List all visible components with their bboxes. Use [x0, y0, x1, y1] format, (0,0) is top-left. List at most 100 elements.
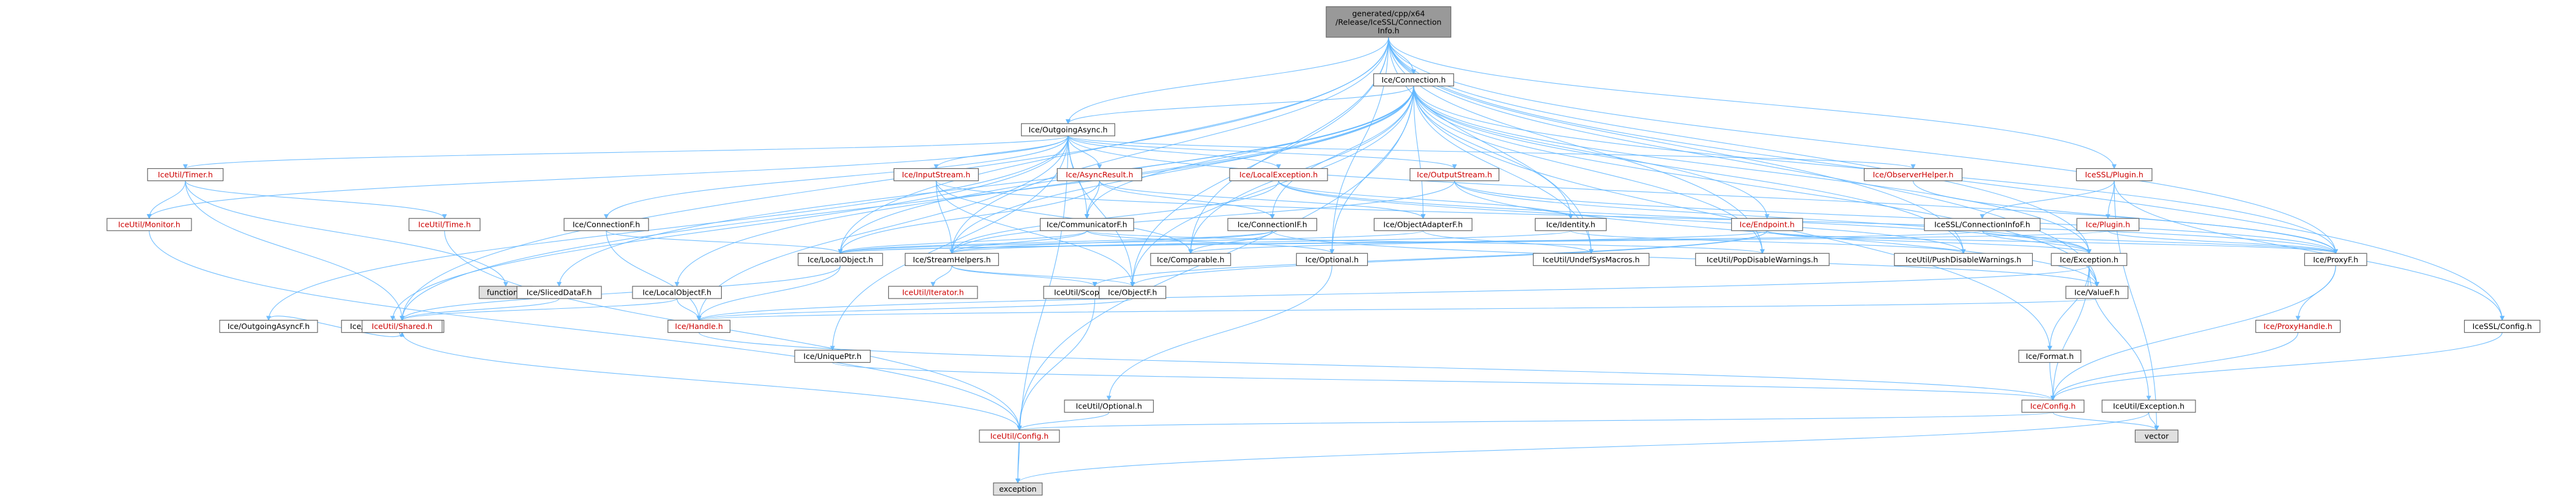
node-iceutiliterator[interactable]: IceUtil/Iterator.h: [888, 286, 978, 299]
edge-iceutiltimer-to-iceutilmonitor: [146, 180, 186, 220]
node-vector[interactable]: vector: [2134, 429, 2179, 443]
node-iceutilmonitor[interactable]: IceUtil/Monitor.h: [106, 218, 192, 231]
node-iceutilexception-box: [2101, 399, 2196, 413]
node-exception-label: Ice/Exception.h: [2060, 255, 2118, 264]
edge-connectionif-to-valuef: [1272, 230, 2099, 287]
node-outgoingasync[interactable]: Ice/OutgoingAsync.h: [1021, 123, 1115, 136]
node-iceutiltime[interactable]: IceUtil/Time.h: [408, 218, 481, 231]
node-inputstream-label: Ice/InputStream.h: [902, 170, 970, 179]
edge-localexception-to-identity: [1278, 180, 1573, 220]
dependency-nodes: generated/cpp/x64/Release/IceSSL/Connect…: [106, 6, 2541, 496]
node-valuef[interactable]: Ice/ValueF.h: [2065, 286, 2129, 299]
node-handle[interactable]: Ice/Handle.h: [667, 320, 731, 333]
node-iceplugin-box: [2076, 218, 2140, 231]
edge-outgoingasync-to-iceutiltimer: [183, 135, 1069, 169]
node-observerhelper[interactable]: Ice/ObserverHelper.h: [1863, 168, 1963, 182]
edge-root-to-proxyf: [1388, 37, 2339, 254]
node-iceutilconfig[interactable]: IceUtil/Config.h: [979, 429, 1060, 443]
node-proxyhandle-label: Ice/ProxyHandle.h: [2263, 322, 2333, 331]
edge-uniqueptr-to-config: [832, 362, 2055, 401]
edge-outgoingasync-to-connectionff: [604, 136, 1069, 220]
node-inputstream[interactable]: Ice/InputStream.h: [893, 168, 979, 182]
edge-exception-to-config: [2050, 265, 2090, 401]
edge-proxyf-to-config: [2050, 265, 2336, 401]
edge-connection-to-connectionif: [1269, 86, 1414, 220]
edge-asyncresult-to-communicatorf: [1084, 180, 1100, 220]
node-connectionif-box: [1227, 218, 1318, 231]
node-localobject-box: [798, 253, 883, 266]
node-localobjectf-box: [632, 286, 722, 299]
node-connectionif[interactable]: Ice/ConnectionIF.h: [1227, 218, 1318, 231]
edge-connection-to-streamhelpers: [949, 86, 1414, 254]
node-iceutilshared-label: IceUtil/Shared.h: [372, 322, 432, 331]
edge-connection-to-exception: [1413, 86, 2092, 254]
node-functional-label: functional: [487, 288, 525, 297]
edge-outgoingasync-to-uniqueptr: [830, 136, 1069, 351]
node-uniqueptr-label: Ice/UniquePtr.h: [803, 352, 861, 361]
node-iceplugin[interactable]: Ice/Plugin.h: [2076, 218, 2140, 231]
node-sslconfig[interactable]: IceSSL/Config.h: [2463, 320, 2541, 333]
node-identity[interactable]: Ice/Identity.h: [1534, 218, 1607, 231]
node-objectf[interactable]: Ice/ObjectF.h: [1099, 286, 1167, 299]
edge-outgoingasync-to-asyncresult: [1067, 136, 1102, 169]
node-config[interactable]: Ice/Config.h: [2021, 399, 2085, 413]
node-proxyhandle[interactable]: Ice/ProxyHandle.h: [2255, 320, 2341, 333]
edge-endpoint-to-proxyf: [1767, 230, 2338, 254]
node-outgoingasync-label: Ice/OutgoingAsync.h: [1028, 125, 1107, 135]
node-sslconninfof[interactable]: IceSSL/ConnectionInfoF.h: [1924, 218, 2041, 231]
edge-localobject-to-iceutilshared: [399, 265, 841, 321]
node-inputstream-box: [893, 168, 979, 182]
node-iceutilmonitor-label: IceUtil/Monitor.h: [118, 220, 180, 229]
node-iceutilshared-box: [362, 320, 443, 333]
node-sslplugin[interactable]: IceSSL/Plugin.h: [2076, 168, 2153, 182]
node-proxyhandle-box: [2255, 320, 2341, 333]
node-comparable[interactable]: Ice/Comparable.h: [1150, 253, 1231, 266]
node-asyncresult-box: [1056, 168, 1143, 182]
edge-connection-to-sliceddataf: [557, 86, 1414, 287]
edge-asyncresult-to-localobject: [837, 180, 1100, 254]
node-iceutiloptional[interactable]: IceUtil/Optional.h: [1064, 399, 1154, 413]
node-localobjectf[interactable]: Ice/LocalObjectF.h: [632, 286, 722, 299]
node-identity-label: Ice/Identity.h: [1546, 220, 1595, 229]
node-outputstream[interactable]: Ice/OutputStream.h: [1409, 168, 1499, 182]
node-optional[interactable]: Ice/Optional.h: [1296, 253, 1368, 266]
node-objectadapterf[interactable]: Ice/ObjectAdapterF.h: [1373, 218, 1472, 231]
edge-iceutilmonitor-to-iceutilconfig: [149, 231, 1022, 431]
node-localobject[interactable]: Ice/LocalObject.h: [798, 253, 883, 266]
node-connectionff[interactable]: Ice/ConnectionF.h: [563, 218, 649, 231]
edge-handle-to-config: [699, 332, 2055, 401]
node-handle-box: [667, 320, 731, 333]
node-root[interactable]: generated/cpp/x64/Release/IceSSL/Connect…: [1326, 6, 1452, 38]
node-iceutilshared[interactable]: IceUtil/Shared.h: [362, 320, 443, 333]
node-format-box: [2018, 350, 2082, 363]
node-iceutiltimer[interactable]: IceUtil/Timer.h: [147, 168, 224, 182]
edge-outgoingasync-to-outgoingasyncf: [266, 136, 1069, 321]
node-endpoint[interactable]: Ice/Endpoint.h: [1731, 218, 1803, 231]
node-iceutiltime-box: [408, 218, 481, 231]
node-exception[interactable]: Ice/Exception.h: [2051, 253, 2128, 266]
node-format[interactable]: Ice/Format.h: [2018, 350, 2082, 363]
node-outgoingasyncf-label: Ice/OutgoingAsyncF.h: [228, 322, 310, 331]
node-streamhelpers[interactable]: Ice/StreamHelpers.h: [905, 253, 999, 266]
node-communicatorf[interactable]: Ice/CommunicatorF.h: [1039, 218, 1134, 231]
edge-format-to-config: [2049, 362, 2055, 401]
edge-outgoingasync-to-objectf: [1067, 136, 1135, 287]
node-sliceddataf[interactable]: Ice/SlicedDataF.h: [516, 286, 602, 299]
node-pushdisable[interactable]: IceUtil/PushDisableWarnings.h: [1894, 253, 2033, 266]
node-popdisable[interactable]: IceUtil/PopDisableWarnings.h: [1695, 253, 1830, 266]
edge-config-to-vector: [2052, 412, 2159, 431]
node-outgoingasyncf[interactable]: Ice/OutgoingAsyncF.h: [219, 320, 318, 333]
node-iceutilexception[interactable]: IceUtil/Exception.h: [2101, 399, 2196, 413]
node-uniqueptr[interactable]: Ice/UniquePtr.h: [794, 350, 871, 363]
node-undefsysmacros[interactable]: IceUtil/UndefSysMacros.h: [1532, 253, 1650, 266]
node-sslconfig-box: [2463, 320, 2541, 333]
edge-endpoint-to-objectf: [1130, 231, 1768, 287]
node-connection[interactable]: Ice/Connection.h: [1373, 73, 1454, 87]
node-asyncresult[interactable]: Ice/AsyncResult.h: [1056, 168, 1143, 182]
node-exceptionstd[interactable]: exception: [993, 482, 1043, 496]
edge-localobjectf-to-iceutilshared: [399, 298, 678, 321]
node-sliceddataf-box: [516, 286, 602, 299]
node-localexception[interactable]: Ice/LocalException.h: [1229, 168, 1328, 182]
node-config-box: [2021, 399, 2085, 413]
node-proxyf[interactable]: Ice/ProxyF.h: [2304, 253, 2367, 266]
